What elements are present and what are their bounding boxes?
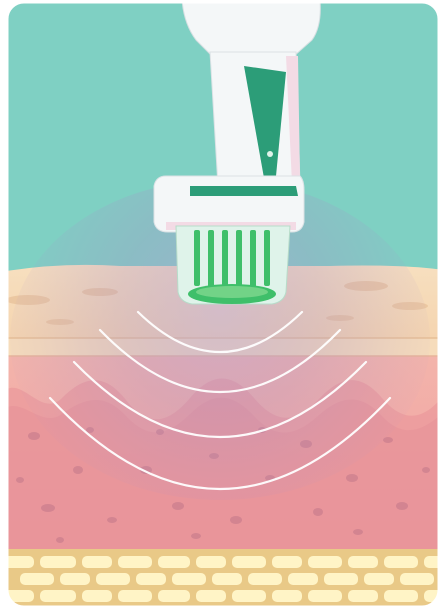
brush-head-icon — [176, 226, 290, 304]
fat-layer — [0, 548, 444, 609]
